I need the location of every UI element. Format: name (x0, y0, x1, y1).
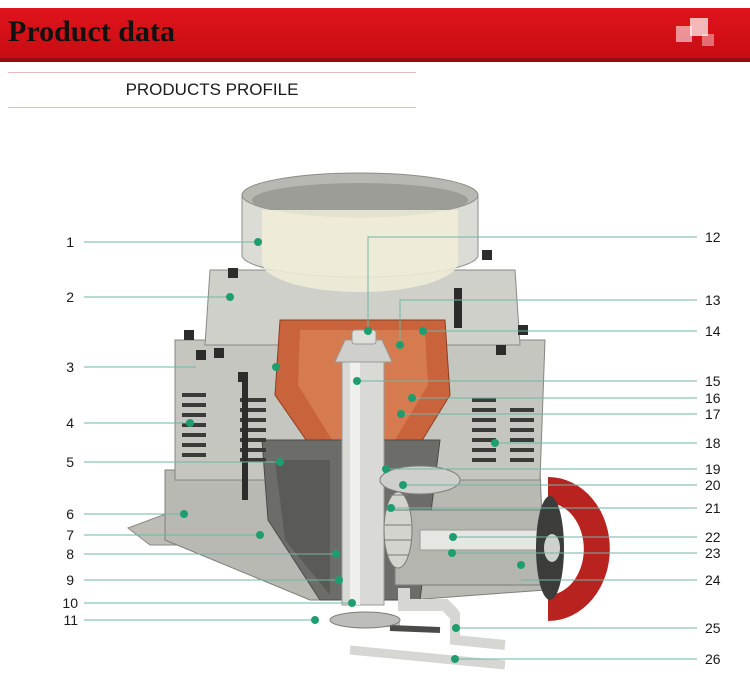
part-label-17: 17 (705, 406, 721, 422)
crusher-illustration (126, 172, 610, 670)
part-label-20: 20 (705, 477, 721, 493)
part-label-24: 24 (705, 572, 721, 588)
part-label-14: 14 (705, 323, 721, 339)
part-label-10: 10 (62, 595, 78, 611)
header-banner: Product data (0, 8, 750, 58)
header-divider (0, 58, 750, 62)
part-label-13: 13 (705, 292, 721, 308)
part-label-2: 2 (66, 289, 74, 305)
part-label-5: 5 (66, 454, 74, 470)
part-label-25: 25 (705, 620, 721, 636)
part-label-8: 8 (66, 546, 74, 562)
part-label-9: 9 (66, 572, 74, 588)
part-label-19: 19 (705, 461, 721, 477)
part-number-labels: 1 2 3 4 5 6 7 8 9 10 11 12 13 14 15 16 1… (62, 229, 720, 667)
part-label-21: 21 (705, 500, 721, 516)
section-title: PRODUCTS PROFILE (8, 72, 416, 108)
part-label-26: 26 (705, 651, 721, 667)
part-label-6: 6 (66, 506, 74, 522)
header-ornament-icon (676, 18, 716, 50)
part-label-23: 23 (705, 545, 721, 561)
page-title: Product data (8, 15, 175, 48)
part-label-1: 1 (66, 234, 74, 250)
leader-lines (84, 236, 697, 660)
pulley-icon (536, 477, 610, 621)
part-label-11: 11 (63, 612, 78, 628)
part-label-22: 22 (705, 529, 721, 545)
part-label-15: 15 (705, 373, 721, 389)
part-label-4: 4 (66, 415, 74, 431)
part-label-12: 12 (705, 229, 721, 245)
part-label-7: 7 (66, 527, 74, 543)
part-label-3: 3 (66, 359, 74, 375)
part-label-16: 16 (705, 390, 721, 406)
marker-dots (180, 238, 525, 663)
part-label-18: 18 (705, 435, 721, 451)
